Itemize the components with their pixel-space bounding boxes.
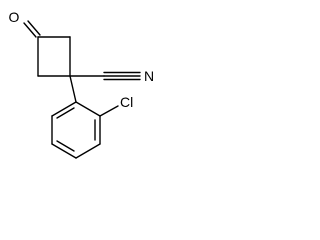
oxygen-atom-label: O: [9, 9, 20, 25]
nitrile-triple-bond: [103, 71, 141, 81]
carbonyl-double-bond: [23, 20, 41, 38]
chlorine-atom-label: Cl: [120, 94, 133, 110]
nitrogen-atom-label: N: [144, 68, 154, 84]
molecule-structure: O N Cl: [9, 9, 154, 159]
cyclobutane-ring: [37, 36, 71, 77]
phenyl-ring: [51, 101, 101, 159]
chloro-bond: [99, 105, 119, 117]
quaternary-to-phenyl-bond: [69, 75, 77, 103]
